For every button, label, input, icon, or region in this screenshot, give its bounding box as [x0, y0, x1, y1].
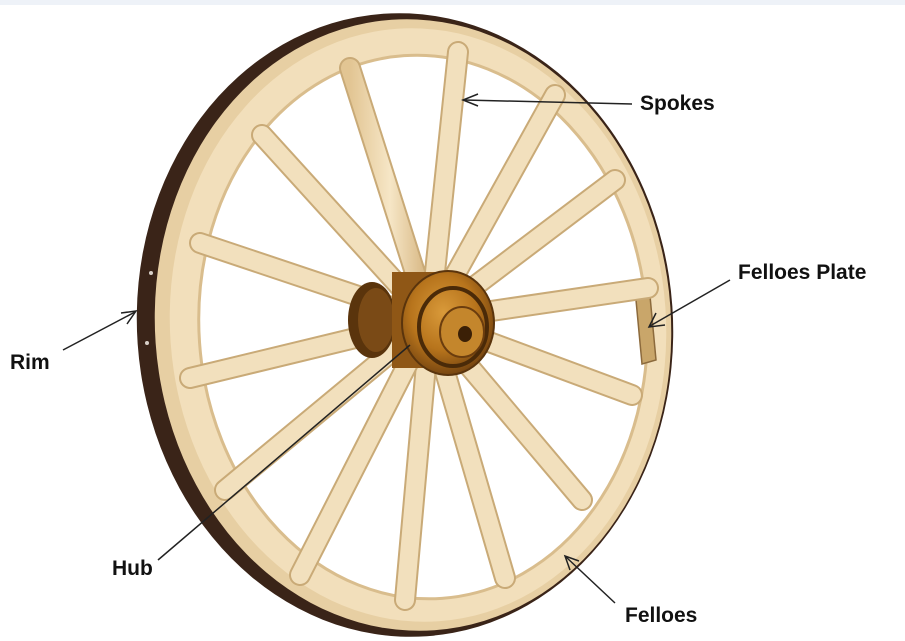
felloes-leader	[566, 557, 615, 603]
spokes-label: Spokes	[640, 93, 715, 114]
hub-label: Hub	[112, 558, 153, 579]
rim-label: Rim	[10, 352, 50, 373]
axle-hole	[458, 326, 472, 342]
felloes-label: Felloes	[625, 605, 697, 626]
rim-leader	[63, 312, 135, 350]
felloes-plate-label: Felloes Plate	[738, 262, 866, 283]
hub-back-flange-face	[358, 288, 394, 352]
rim-rivet	[149, 271, 153, 275]
rim-rivet	[145, 341, 149, 345]
